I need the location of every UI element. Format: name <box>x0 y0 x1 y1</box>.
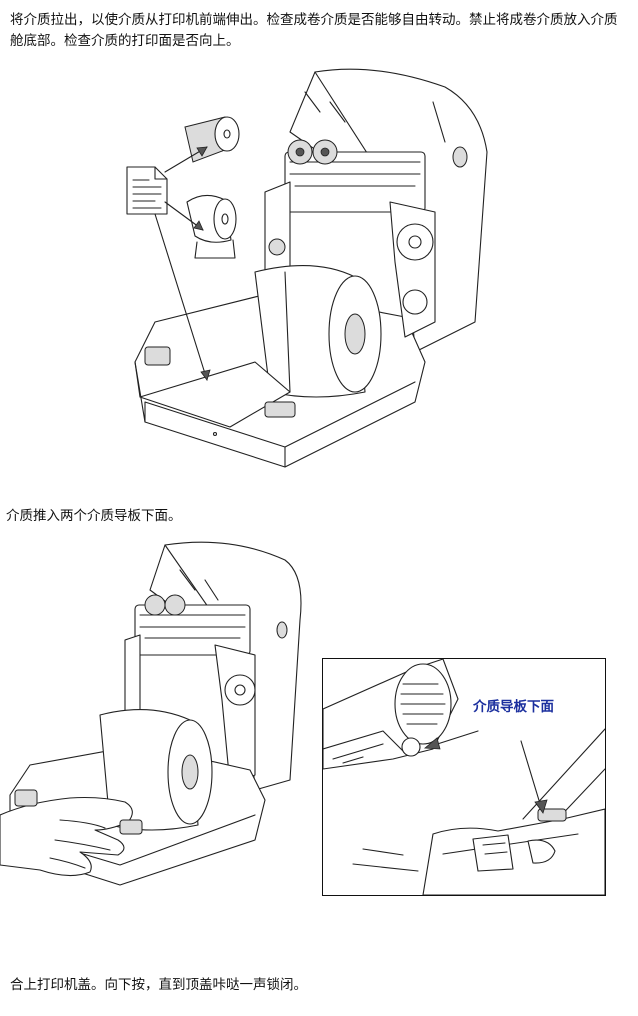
document-icon <box>126 166 168 215</box>
instruction-step-2: 介质推入两个介质导板下面。 <box>6 508 182 524</box>
instruction-step-1: 将介质拉出，以使介质从打印机前端伸出。检查成卷介质是否能够自由转动。禁止将成卷介… <box>10 12 618 49</box>
media-guide-detail-inset: 介质导板下面 <box>322 658 606 896</box>
printer-media-loading-illustration <box>115 62 495 482</box>
printed-side-in-roll-icon <box>186 194 237 259</box>
printed-side-out-roll-icon <box>184 116 240 163</box>
instruction-step-3: 合上打印机盖。向下按，直到顶盖咔哒一声锁闭。 <box>10 977 307 993</box>
inset-callout-label: 介质导板下面 <box>473 699 554 715</box>
media-guides-illustration <box>0 540 310 895</box>
